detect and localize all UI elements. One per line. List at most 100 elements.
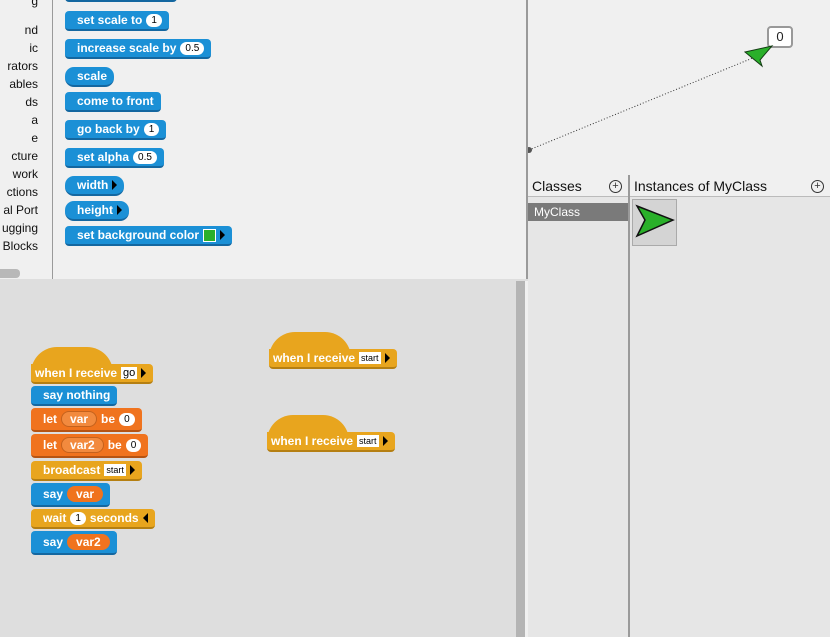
value-input[interactable]: 0 xyxy=(125,438,142,452)
script-area[interactable]: when I receive go say nothing let var be… xyxy=(0,281,516,637)
broadcast-block[interactable]: broadcast start xyxy=(31,461,142,481)
var-reporter[interactable]: var xyxy=(67,486,104,502)
set-alpha-block[interactable]: set alpha 0.5 xyxy=(65,148,164,168)
block-label: seconds xyxy=(89,511,139,525)
anchor-point-icon xyxy=(528,147,532,153)
counter-bubble xyxy=(767,26,793,48)
block-label: say xyxy=(43,535,64,549)
message-slot[interactable]: start xyxy=(104,464,126,476)
block-label: set scale to xyxy=(77,13,143,27)
set-scale-block[interactable]: set scale to 1 xyxy=(65,11,169,31)
category-item[interactable]: rators xyxy=(7,59,38,73)
message-slot[interactable]: go xyxy=(121,367,138,379)
set-background-color-block[interactable]: set background color xyxy=(65,226,233,246)
wait-block[interactable]: wait 1 seconds xyxy=(31,509,155,529)
category-item[interactable]: al Port xyxy=(3,203,38,217)
say-nothing-block[interactable]: say nothing xyxy=(31,386,118,406)
category-item[interactable]: work xyxy=(12,167,38,181)
classes-title: Classes xyxy=(532,178,582,194)
block-label: width xyxy=(77,178,109,192)
when-i-receive-go-block[interactable]: when I receive go xyxy=(31,364,154,384)
instances-title: Instances of MyClass xyxy=(634,178,768,194)
script-area-scrollbar[interactable] xyxy=(516,281,525,637)
var-reporter[interactable]: var2 xyxy=(67,534,110,550)
message-slot[interactable]: start xyxy=(357,435,379,447)
let-var2-block[interactable]: let var2 be 0 xyxy=(31,434,149,458)
category-item[interactable]: e xyxy=(31,131,38,145)
var-name-slot[interactable]: var2 xyxy=(61,437,104,453)
increase-scale-block[interactable]: increase scale by 0.5 xyxy=(65,39,212,59)
color-swatch[interactable] xyxy=(203,228,217,242)
sprite-direction-line xyxy=(528,54,761,151)
block-label: say nothing xyxy=(43,388,111,402)
stage-canvas xyxy=(528,26,793,153)
dropdown-arrow-icon[interactable] xyxy=(141,368,147,378)
block-label: be xyxy=(101,412,116,426)
increase-input[interactable]: 0.5 xyxy=(180,41,205,55)
dropdown-arrow-icon[interactable] xyxy=(220,230,226,240)
block-label: when I receive xyxy=(35,366,118,380)
sprite-arrow-icon xyxy=(635,204,675,238)
say-var-block[interactable]: say var xyxy=(31,483,111,507)
block-label: increase scale by xyxy=(77,41,177,55)
scale-input[interactable]: 1 xyxy=(146,13,162,27)
when-i-receive-start-block[interactable]: when I receive start xyxy=(267,432,395,452)
instance-thumbnail[interactable] xyxy=(632,199,677,246)
category-item[interactable]: a xyxy=(31,113,38,127)
category-item[interactable]: ctions xyxy=(6,185,38,199)
sprite-counter: 0 xyxy=(776,29,784,44)
instances-header: Instances of MyClass + xyxy=(630,175,830,197)
block-label: let xyxy=(43,438,58,452)
palette-block-partial[interactable] xyxy=(65,0,177,2)
value-input[interactable]: 0 xyxy=(119,412,135,426)
go-back-input[interactable]: 1 xyxy=(143,122,160,136)
add-class-icon[interactable]: + xyxy=(609,180,622,193)
message-slot[interactable]: start xyxy=(359,352,381,364)
height-reporter[interactable]: height xyxy=(65,201,129,221)
category-item[interactable]: Blocks xyxy=(2,239,38,253)
block-label: set alpha xyxy=(77,150,130,164)
wait-input[interactable]: 1 xyxy=(70,511,86,525)
category-item[interactable]: ugging xyxy=(1,221,38,235)
var-name-slot[interactable]: var xyxy=(61,411,98,427)
dropdown-arrow-icon[interactable] xyxy=(384,353,390,363)
block-label: height xyxy=(77,203,113,217)
go-back-block[interactable]: go back by 1 xyxy=(65,120,167,140)
category-item[interactable]: cture xyxy=(11,149,38,163)
dropdown-arrow-icon[interactable] xyxy=(117,205,122,215)
block-label: say xyxy=(43,487,64,501)
say-var2-block[interactable]: say var2 xyxy=(31,531,117,555)
block-label: come to front xyxy=(77,94,154,108)
block-label: let xyxy=(43,412,58,426)
arrow-left-icon[interactable] xyxy=(142,513,148,523)
instances-pane: Instances of MyClass + xyxy=(630,175,830,637)
category-scrollbar[interactable] xyxy=(0,269,20,278)
block-label: wait xyxy=(43,511,67,525)
scale-reporter[interactable]: scale xyxy=(65,67,115,87)
divider xyxy=(525,281,528,637)
block-label: go back by xyxy=(77,122,140,136)
block-palette: set scale to 1 increase scale by 0.5 sca… xyxy=(53,0,528,279)
category-item[interactable]: ds xyxy=(25,95,38,109)
class-item-myclass[interactable]: MyClass xyxy=(528,203,628,221)
category-item[interactable]: g xyxy=(31,0,38,8)
dropdown-arrow-icon[interactable] xyxy=(129,465,135,475)
block-label: set background color xyxy=(77,228,200,242)
width-reporter[interactable]: width xyxy=(65,176,125,196)
dropdown-arrow-icon[interactable] xyxy=(382,436,388,446)
category-item[interactable]: ic xyxy=(29,41,38,55)
block-label: be xyxy=(107,438,122,452)
let-var-block[interactable]: let var be 0 xyxy=(31,408,142,432)
alpha-input[interactable]: 0.5 xyxy=(133,150,157,164)
dropdown-arrow-icon[interactable] xyxy=(112,180,118,190)
when-i-receive-start-block[interactable]: when I receive start xyxy=(269,349,397,369)
add-instance-icon[interactable]: + xyxy=(811,180,824,193)
category-item[interactable]: nd xyxy=(24,23,38,37)
come-to-front-block[interactable]: come to front xyxy=(65,92,161,112)
stage[interactable]: 0 xyxy=(528,0,830,175)
classes-header: Classes + xyxy=(528,175,628,197)
sprite-arrow-icon xyxy=(743,45,774,68)
block-label: when I receive xyxy=(273,351,356,365)
block-label: broadcast xyxy=(43,463,101,477)
category-item[interactable]: ables xyxy=(9,77,38,91)
